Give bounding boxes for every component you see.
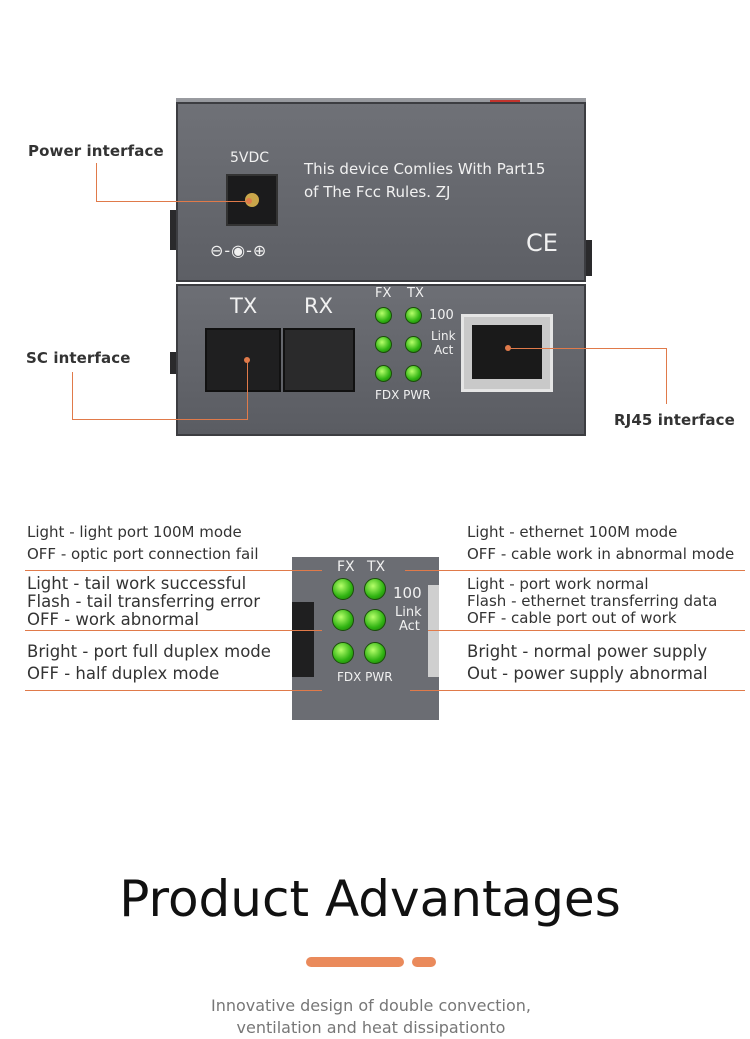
zoom-link-label: Link (395, 605, 422, 620)
zoom-led-pwr (364, 642, 386, 664)
right-desc-2-line-2: Flash - ethernet transferring data (467, 592, 718, 610)
zoom-fx-label: FX (337, 559, 355, 575)
led-row2-left (375, 336, 392, 353)
left-desc-2-line-2: Flash - tail transferring error (27, 592, 261, 611)
left-desc-3-line-2: OFF - half duplex mode (27, 664, 220, 683)
sc-port-tx (205, 328, 281, 392)
zoom-led-link-act (364, 609, 386, 631)
right-desc-2-line-1: Light - port work normal (467, 575, 649, 593)
led-row2-right (405, 336, 422, 353)
led-pwr-indicator (405, 365, 422, 382)
zoom-tx-label: TX (367, 559, 386, 575)
zoom-led-100 (332, 609, 354, 631)
title-underline-dot (412, 957, 436, 967)
led-100-label: 100 (429, 308, 454, 323)
right-desc-3-line-1: Bright - normal power supply (467, 642, 708, 661)
device-rear-panel: 5VDC ⊖-◉-⊕ This device Comlies With Part… (176, 102, 586, 282)
title-underline-bar (306, 957, 404, 967)
led-act-label: Act (434, 343, 454, 357)
rj45-port (461, 314, 553, 392)
sc-port-rx (283, 328, 355, 392)
fcc-notice-line-1: This device Comlies With Part15 (304, 160, 546, 178)
led-fdx-indicator (375, 365, 392, 382)
fcc-notice-line-2: of The Fcc Rules. ZJ (304, 183, 451, 201)
device-side-tab-front (170, 352, 176, 374)
right-desc-1-line-2: OFF - cable work in abnormal mode (467, 545, 735, 563)
zoom-act-label: Act (399, 619, 420, 634)
led-fx-indicator (375, 307, 392, 324)
power-interface-label: Power interface (28, 142, 164, 160)
led-fdx-pwr-label: FDX PWR (375, 388, 431, 402)
device-side-tab (170, 210, 176, 250)
right-desc-2-line-3: OFF - cable port out of work (467, 609, 677, 627)
section-subtitle: Innovative design of double convection, … (0, 995, 742, 1039)
zoom-sc-port-edge (292, 602, 314, 677)
right-desc-1-line-1: Light - ethernet 100M mode (467, 523, 678, 541)
subtitle-line-2: ventilation and heat dissipationto (236, 1018, 506, 1037)
voltage-label: 5VDC (230, 150, 270, 166)
zoom-rj45-edge (428, 585, 439, 677)
power-jack (226, 174, 278, 226)
zoom-100-label: 100 (393, 584, 422, 602)
device-side-tab-right (586, 240, 592, 276)
led-fx-label: FX (375, 286, 392, 301)
zoom-fdx-pwr-label: FDX PWR (337, 670, 393, 684)
zoom-led-fdx (332, 642, 354, 664)
sc-interface-label: SC interface (26, 349, 131, 367)
sc-tx-label: TX (230, 294, 258, 318)
right-desc-3-line-2: Out - power supply abnormal (467, 664, 708, 683)
zoom-led-tx (364, 578, 386, 600)
sc-rx-label: RX (304, 294, 333, 318)
subtitle-line-1: Innovative design of double convection, (210, 996, 532, 1015)
polarity-symbol-icon: ⊖-◉-⊕ (210, 241, 268, 260)
led-panel-zoom: FX TX 100 Link Act FDX PWR (292, 557, 439, 720)
left-desc-1-line-1: Light - light port 100M mode (27, 523, 242, 541)
left-desc-3-line-1: Bright - port full duplex mode (27, 642, 271, 661)
section-title: Product Advantages (119, 870, 621, 928)
left-desc-1-line-2: OFF - optic port connection fail (27, 545, 259, 563)
led-tx-label: TX (407, 286, 424, 301)
ce-mark-icon: CE (526, 229, 558, 257)
left-desc-2-line-1: Light - tail work successful (27, 574, 247, 593)
left-desc-2-line-3: OFF - work abnormal (27, 610, 199, 629)
zoom-led-fx (332, 578, 354, 600)
rj45-interface-label: RJ45 interface (614, 411, 735, 429)
led-link-label: Link (431, 329, 456, 343)
led-tx-indicator (405, 307, 422, 324)
